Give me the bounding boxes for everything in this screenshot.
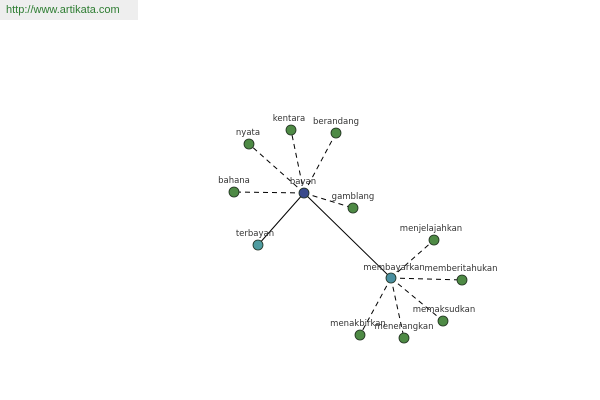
node-berandang[interactable] (330, 127, 342, 139)
edge-membayarkan-memaksudkan (390, 277, 444, 322)
node-label-berandang[interactable]: berandang (313, 117, 359, 127)
edge-bayan-bahana (233, 191, 305, 194)
node-gamblang[interactable] (347, 202, 359, 214)
node-label-memaksudkan[interactable]: memaksudkan (413, 305, 476, 315)
node-terbayan[interactable] (252, 239, 264, 251)
graph-edges (233, 129, 463, 339)
url-banner: http://www.artikata.com (0, 0, 138, 20)
node-label-menerangkan[interactable]: menerangkan (375, 322, 434, 332)
edge-membayarkan-memberitahukan (390, 277, 463, 281)
node-label-terbayan[interactable]: terbayan (236, 229, 274, 239)
node-label-menakbirkan[interactable]: menakbirkan (330, 319, 386, 329)
node-memberitahukan[interactable] (456, 274, 468, 286)
graph-labels: bayan membayarkan nyata kentara berandang bah… (218, 114, 497, 332)
node-membayarkan[interactable] (385, 272, 397, 284)
edge-membayarkan-menakbirkan (359, 277, 392, 336)
node-menakbirkan[interactable] (354, 329, 366, 341)
edge-bayan-terbayan (257, 192, 305, 246)
node-label-kentara[interactable]: kentara (273, 114, 305, 124)
node-menerangkan[interactable] (398, 332, 410, 344)
node-bahana[interactable] (228, 186, 240, 198)
graph-nodes (228, 124, 468, 344)
node-label-nyata[interactable]: nyata (236, 128, 260, 138)
node-label-bahana[interactable]: bahana (218, 176, 250, 186)
edge-bayan-berandang (303, 132, 337, 194)
node-memaksudkan[interactable] (437, 315, 449, 327)
node-menjelajahkan[interactable] (428, 234, 440, 246)
node-label-memberitahukan[interactable]: memberitahukan (425, 264, 498, 274)
node-label-bayan[interactable]: bayan (290, 177, 316, 187)
edge-bayan-nyata (248, 143, 305, 194)
node-bayan[interactable] (298, 187, 310, 199)
edge-bayan-membayarkan (303, 192, 392, 279)
edge-membayarkan-menjelajahkan (390, 239, 435, 279)
node-kentara[interactable] (285, 124, 297, 136)
node-label-gamblang[interactable]: gamblang (332, 192, 375, 202)
node-nyata[interactable] (243, 138, 255, 150)
node-label-membayarkan[interactable]: membayarkan (363, 263, 425, 273)
edge-bayan-kentara (290, 129, 305, 194)
node-label-menjelajahkan[interactable]: menjelajahkan (400, 224, 462, 234)
site-url-link[interactable]: http://www.artikata.com (6, 4, 120, 16)
edge-membayarkan-menerangkan (390, 277, 405, 339)
